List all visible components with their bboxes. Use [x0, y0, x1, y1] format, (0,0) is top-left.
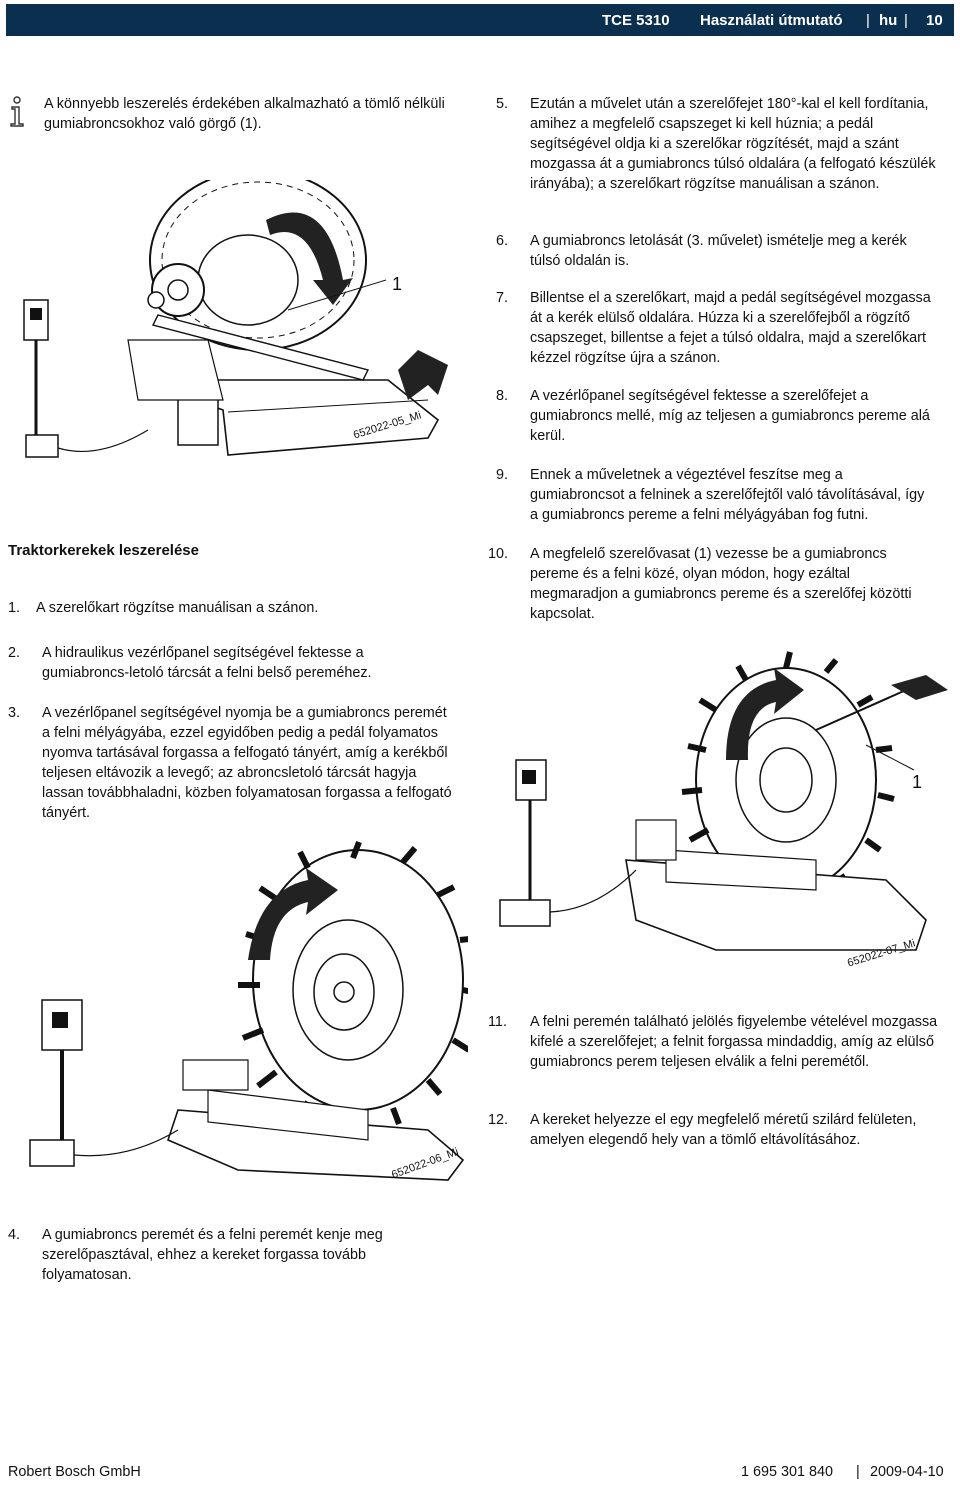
header-doc-type: Használati útmutató	[700, 12, 843, 29]
header-lang: hu	[879, 12, 898, 29]
step-7: 7. Billentse el a szerelőkart, majd a pe…	[496, 290, 931, 366]
step-12: 12. A kereket helyezze el egy megfelelő …	[488, 1112, 917, 1148]
info-note-text: A könnyebb leszerelés érdekében alkalmaz…	[44, 96, 445, 132]
footer-date: 2009-04-10	[870, 1464, 944, 1480]
step-4: 4. A gumiabroncs peremét és a felni pere…	[8, 1227, 383, 1283]
step-1: 1. A szerelőkart rögzítse manuálisan a s…	[8, 600, 319, 616]
figure-tire-changer-3	[8, 840, 482, 1200]
step-8: 8. A vezérlőpanel segítségével fektesse …	[496, 388, 930, 444]
info-icon	[8, 96, 28, 128]
figure-tire-changer-2	[486, 650, 954, 980]
header-model: TCE 5310	[602, 12, 670, 29]
step-11: 11. A felni peremén található jelölés fi…	[488, 1014, 938, 1070]
header-separator: |	[904, 12, 908, 29]
footer-separator: |	[856, 1464, 860, 1480]
page-header: TCE 5310 Használati útmutató | hu | 10	[6, 4, 954, 36]
figure-callout: 1	[912, 772, 923, 792]
step-2: 2. A hidraulikus vezérlőpanel segítségév…	[8, 645, 372, 681]
footer-company: Robert Bosch GmbH	[8, 1464, 141, 1480]
header-page: 10	[926, 12, 943, 29]
footer-docnum: 1 695 301 840	[741, 1464, 834, 1480]
figure-callout: 1	[392, 274, 403, 294]
step-3: 3. A vezérlőpanel segítségével nyomja be…	[8, 705, 452, 821]
step-9: 9. Ennek a műveletnek a végeztével feszí…	[496, 467, 925, 523]
step-10: 10. A megfelelő szerelővasat (1) vezesse…	[488, 546, 912, 622]
section-title: Traktorkerekek leszerelése	[8, 542, 199, 559]
step-6: 6. A gumiabroncs letolását (3. művelet) …	[496, 233, 907, 269]
figure-tire-changer-1	[8, 169, 448, 480]
step-5: 5. Ezután a művelet után a szerelőfejet …	[496, 96, 936, 192]
header-separator: |	[866, 12, 870, 29]
